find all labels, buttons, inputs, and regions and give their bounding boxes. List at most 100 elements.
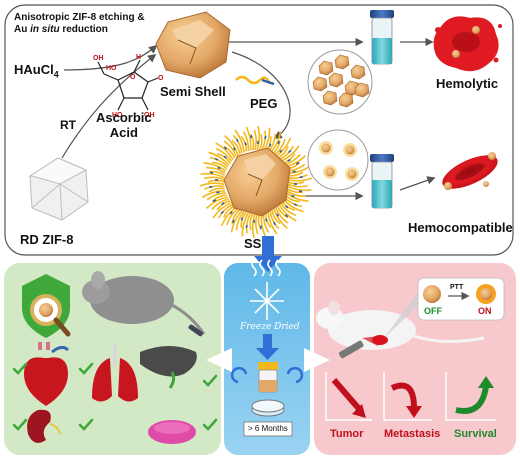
peg-strand: [206, 192, 226, 201]
peg-end: [245, 224, 248, 229]
peg-strand: [212, 201, 232, 219]
storage-label: > 6 Months: [248, 424, 288, 433]
peg-strand: [234, 129, 245, 153]
reductant-label: Ascorbic Acid: [96, 110, 152, 140]
dispersed-particle: [347, 169, 357, 179]
peg-strand: [205, 196, 228, 209]
check-icon: [202, 418, 218, 431]
peg-end: [277, 140, 281, 145]
kidney-icon: [27, 409, 61, 443]
peg-end: [214, 157, 219, 161]
check-icons: [12, 362, 218, 431]
peg-strand: [242, 131, 250, 152]
peg-end: [223, 146, 228, 150]
svg-text:H: H: [136, 54, 141, 61]
dispersed-particles-circle: [307, 129, 369, 191]
peg-end: [212, 199, 217, 202]
peg-strand: [274, 206, 289, 224]
peg-strand: [249, 213, 254, 230]
peg-strand: [287, 177, 313, 182]
arrow-to-green: [206, 348, 232, 372]
outcome-axes: [325, 372, 496, 421]
svg-text:O: O: [158, 75, 164, 82]
reductant-line1: Ascorbic: [96, 110, 152, 125]
metastasis-label: Metastasis: [384, 428, 441, 440]
peg-end: [236, 138, 239, 143]
peg-strand: [199, 182, 225, 187]
ascorbic-acid-molecule: [97, 59, 159, 111]
cycle-arrows-icon: [230, 366, 304, 384]
peg-end: [291, 194, 295, 198]
peg-end: [209, 171, 214, 174]
heart-icon: [24, 342, 70, 406]
on-label: ON: [478, 306, 492, 316]
peg-strand: [231, 139, 241, 155]
laser-icon: [338, 336, 380, 359]
peg-strand: [241, 212, 249, 237]
peg-strand: [287, 183, 309, 188]
rt-label: RT: [60, 118, 76, 132]
peg-strand: [287, 174, 308, 179]
check-icon: [12, 362, 28, 375]
peg-strand: [273, 208, 288, 230]
rd-zif8-label: RD ZIF-8: [20, 232, 74, 247]
arrow-vial-hemocompatible: [399, 176, 436, 191]
aggregated-particle: [338, 92, 354, 108]
hemolytic-rbc-icon: [433, 16, 502, 72]
down-arrow-center: [256, 334, 279, 360]
spleen-icon: [148, 420, 196, 444]
peg-strand: [267, 211, 278, 235]
precursor-base: HAuCl: [14, 62, 54, 77]
rd-zif8-crystal: [28, 157, 89, 221]
peg-strand: [287, 185, 312, 192]
peg-end: [217, 166, 221, 170]
aggregated-particle: [350, 64, 366, 80]
peg-end: [265, 218, 268, 222]
peg-strand: [208, 187, 225, 193]
peg-end: [220, 210, 224, 215]
storage-box: [243, 421, 293, 437]
peg-strand: [223, 140, 238, 158]
magnifier-shield-icon: [22, 274, 71, 338]
peg-strand: [256, 125, 261, 151]
peg-strand: [224, 134, 239, 156]
peg-strand: [200, 172, 225, 179]
peg-end: [216, 191, 220, 194]
off-label: OFF: [424, 306, 442, 316]
lungs-icon: [92, 344, 138, 402]
arrow-rdzif-up: [61, 53, 157, 159]
hemocompatible-rbc-icon: [442, 152, 498, 190]
tumor-down-arrow: [331, 378, 366, 418]
semi-shell-label: Semi Shell: [160, 84, 226, 99]
peg-end: [231, 219, 235, 224]
precursor-label: HAuCl4: [14, 62, 59, 80]
peg-end: [240, 217, 244, 221]
ss-particle-core: [223, 147, 291, 217]
precursor-sub: 4: [53, 69, 59, 80]
peg-strand: [203, 162, 227, 172]
peg-end: [285, 205, 289, 209]
peg-strand: [215, 142, 234, 161]
mouse-icon: [82, 271, 206, 337]
peg-end: [276, 213, 280, 217]
synthesis-line2-post: reduction: [59, 24, 108, 35]
aggregated-particle: [334, 54, 350, 70]
peg-strand: [260, 130, 267, 151]
svg-text:OH: OH: [144, 112, 155, 119]
survival-label: Survival: [454, 428, 497, 440]
svg-text:O: O: [130, 74, 136, 81]
peg-strand: [208, 151, 230, 166]
peg-strand: [254, 213, 259, 235]
peg-end: [279, 149, 283, 153]
peg-label: PEG: [250, 96, 278, 111]
ptt-inset: [384, 277, 505, 338]
peg-strand: [279, 202, 297, 217]
liver-icon: [140, 346, 197, 389]
snowflake-icon: [250, 259, 284, 320]
hemolytic-label: Hemolytic: [436, 76, 499, 91]
peg-end: [264, 135, 267, 140]
ss-label: SS: [244, 236, 262, 251]
peg-strand: [217, 203, 234, 219]
peg-end: [221, 202, 225, 206]
